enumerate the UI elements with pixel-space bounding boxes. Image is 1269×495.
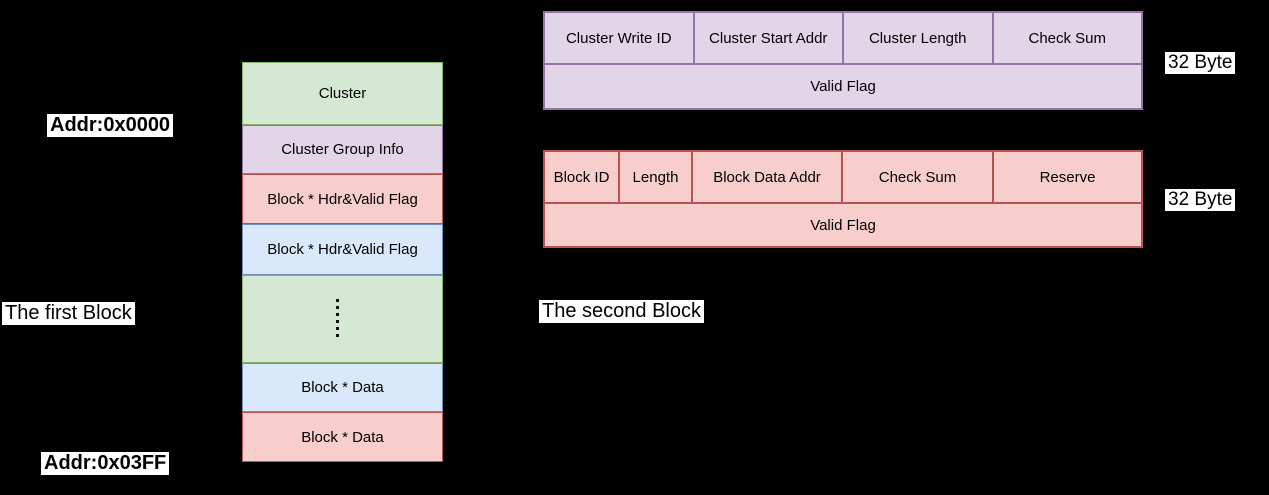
cluster-col-length: Cluster Length [844,13,994,63]
block-valid-flag-row: Valid Flag [810,216,876,234]
addr-start-label: Addr:0x0000 [47,114,174,137]
cluster-size-label: 32 Byte [1165,52,1236,74]
vertical-ellipsis-icon [336,298,339,340]
cluster-valid-flag-row: Valid Flag [810,78,876,95]
stack-row-block-data-1: Block * Data [242,363,443,412]
stack-row-block-hdr-valid-1: Block * Hdr&Valid Flag [242,174,443,224]
block-col-id: Block ID [545,152,620,202]
cluster-col-start-addr: Cluster Start Addr [695,13,844,63]
block-col-data-addr: Block Data Addr [693,152,843,202]
block-col-reserve: Reserve [1039,168,1096,186]
block-size-label: 32 Byte [1165,189,1236,211]
addr-end-label: Addr:0x03FF [41,452,170,475]
second-block-label: The second Block [539,300,704,323]
cluster-info-table: Cluster Write ID Cluster Start Addr Clus… [543,11,1143,110]
stack-row-cluster: Cluster [242,62,443,125]
stack-row-ellipsis [242,275,443,363]
stack-row-label: Block * Data [301,428,384,446]
block-info-table: Block ID Length Block Data Addr Check Su… [543,150,1143,248]
block-col-length: Length [620,152,693,202]
block-col-check-sum: Check Sum [843,152,994,202]
cluster-col-check-sum: Check Sum [1028,29,1107,47]
stack-row-label: Cluster Group Info [281,141,404,158]
block-table-header-row: Block ID Length Block Data Addr Check Su… [545,152,1141,204]
cluster-table-header-row: Cluster Write ID Cluster Start Addr Clus… [545,13,1141,65]
cluster-col-write-id: Cluster Write ID [545,13,695,63]
stack-row-block-data-2: Block * Data [242,412,443,462]
memory-stack: Cluster Cluster Group Info Block * Hdr&V… [242,62,443,462]
stack-row-cluster-group-info: Cluster Group Info [242,125,443,174]
stack-row-label: Cluster [318,85,367,102]
stack-row-label: Block * Hdr&Valid Flag [267,190,418,208]
stack-row-block-hdr-valid-2: Block * Hdr&Valid Flag [242,224,443,275]
stack-row-label: Block * Data [301,379,384,396]
first-block-label: The first Block [2,302,135,325]
stack-row-label: Block * Hdr&Valid Flag [267,241,418,258]
